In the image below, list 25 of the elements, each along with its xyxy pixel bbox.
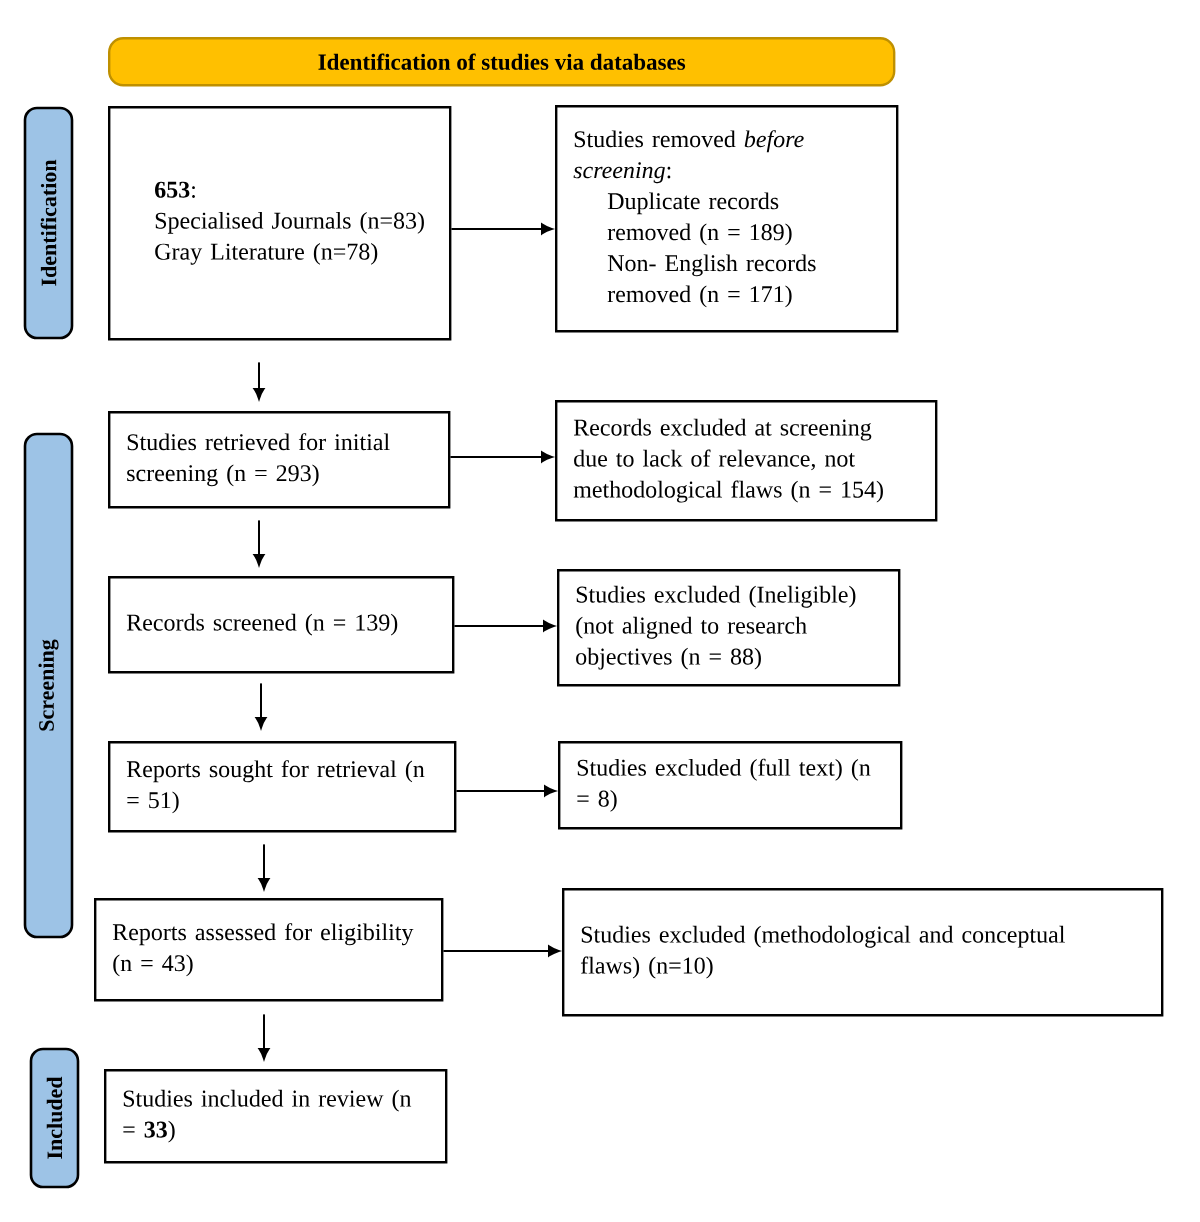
stage-label: Included: [29, 1047, 80, 1189]
stage-label: Screening: [23, 432, 74, 939]
process-box: Studies included in review (n = 33): [104, 1069, 448, 1164]
arrow: [253, 519, 265, 566]
arrow: [442, 945, 560, 957]
arrow: [258, 1013, 270, 1060]
process-box: Reports assessed for eligibility (n = 43): [94, 898, 444, 1002]
process-box: Studies retrieved for initial screening (n = 293): [108, 411, 451, 509]
process-box: Studies excluded (Ineligible) (not aligned to research objectives (n = 88): [557, 569, 901, 687]
process-box: 653: Specialised Journals (n=83) Gray Literature (n=78): [108, 106, 452, 341]
process-box: Studies excluded (methodological and conceptual flaws) (n=10): [562, 888, 1164, 1017]
stage-label: Identification: [23, 106, 74, 340]
process-box: Studies excluded (full text) (n = 8): [558, 741, 903, 830]
process-box: Studies removed before screening: Duplicate records removed (n = 189) Non- English records removed (n = 171): [555, 105, 899, 333]
arrow: [255, 682, 267, 729]
header-banner: Identification of studies via databases: [108, 37, 896, 87]
arrow: [449, 451, 553, 463]
arrow: [450, 223, 553, 235]
process-box: Records screened (n = 139): [108, 576, 455, 674]
process-box: Records excluded at screening due to lack of relevance, not methodological flaws (n = 154): [555, 400, 938, 522]
arrow: [455, 785, 556, 797]
process-box: Reports sought for retrieval (n = 51): [108, 741, 457, 833]
arrow: [453, 620, 555, 632]
arrow: [253, 361, 265, 400]
arrow: [258, 843, 270, 890]
